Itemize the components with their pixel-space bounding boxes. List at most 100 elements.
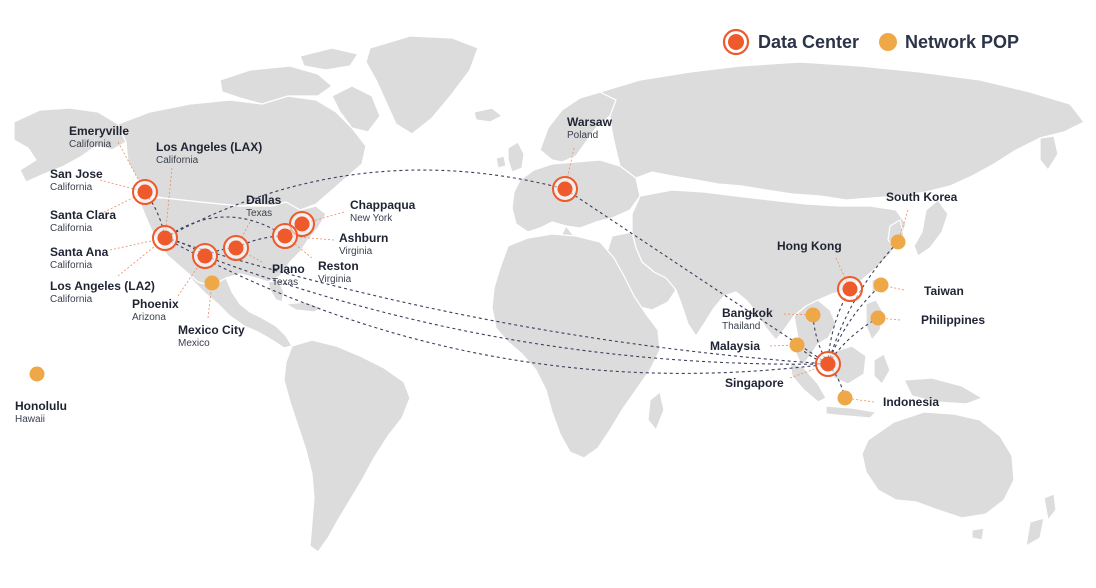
leader-malaysia [769,344,798,347]
label-philippines: Philippines [921,313,985,327]
marker-dot-taiwan [873,277,889,293]
label-name-philippines: Philippines [921,313,985,327]
landmass-java [825,405,877,419]
label-singapore: Singapore [725,376,784,390]
route-singapore-taiwan [827,284,882,365]
label-name-malaysia: Malaysia [710,339,760,353]
marker-ashburn[interactable] [272,223,298,249]
network-pop-legend-icon [879,33,898,51]
label-los_angeles_la2: Los Angeles (LA2)California [50,279,155,305]
marker-hong_kong[interactable] [837,276,863,302]
label-name-phoenix: Phoenix [132,297,179,311]
label-name-chappaqua: Chappaqua [350,198,416,212]
label-sub-chappaqua: New York [350,213,393,224]
marker-bangkok[interactable] [805,307,821,323]
landmass-baffin [331,85,381,133]
marker-dallas[interactable] [223,235,249,261]
label-name-hong_kong: Hong Kong [777,239,842,253]
landmass-uk [507,141,525,173]
legend-data-center: Data Center [722,28,859,56]
route-phoenix-singapore [204,255,829,365]
label-name-san_jose: San Jose [50,167,103,181]
marker-dot-hong_kong [842,281,858,297]
route-warsaw-singapore [564,188,829,365]
marker-los_angeles_lax[interactable] [152,225,178,251]
landmass-africa [491,233,661,459]
marker-phoenix[interactable] [192,243,218,269]
marker-warsaw[interactable] [552,176,578,202]
label-sub-santa_clara: California [50,223,93,234]
label-name-ashburn: Ashburn [339,231,388,245]
marker-dot-chappaqua [294,216,310,232]
marker-malaysia[interactable] [789,337,805,353]
marker-philippines[interactable] [870,310,886,326]
label-sub-plano: Texas [272,277,298,288]
label-sub-warsaw: Poland [567,130,598,141]
data-center-legend-icon [722,28,750,56]
landmass-russia [599,61,1085,201]
label-name-reston: Reston [318,259,359,273]
legend-data-center-label: Data Center [758,31,860,52]
label-sub-reston: Virginia [318,274,352,285]
marker-indonesia[interactable] [837,390,853,406]
label-name-santa_ana: Santa Ana [50,245,109,259]
label-name-singapore: Singapore [725,376,784,390]
network-routes [144,169,899,399]
label-name-warsaw: Warsaw [567,115,613,129]
marker-singapore[interactable] [815,351,841,377]
label-sub-ashburn: Virginia [339,246,373,257]
location-markers [29,176,906,406]
marker-dot-los_angeles_lax [157,230,173,246]
landmass-australia [861,411,1015,519]
label-sub-los_angeles_la2: California [50,294,93,305]
marker-dot-philippines [870,310,886,326]
landmass-kamchatka [1039,135,1059,171]
marker-south_korea[interactable] [890,234,906,250]
label-south_korea: South Korea [886,190,958,204]
marker-dot-dallas [228,240,244,256]
label-sub-honolulu: Hawaii [15,414,45,425]
label-sub-emeryville: California [69,139,112,150]
marker-dot-warsaw [557,181,573,197]
marker-dot-ashburn [277,228,293,244]
route-los_angeles_lax-singapore [164,237,829,365]
label-name-plano: Plano [272,262,305,276]
label-sub-phoenix: Arizona [132,312,166,323]
landmass-ireland [495,155,507,169]
marker-honolulu[interactable] [29,366,45,382]
label-sub-los_angeles_lax: California [156,155,199,166]
leader-emeryville [117,141,146,193]
legend-network-pop: Network POP [879,32,1019,53]
route-los_angeles_lax-singapore [164,237,829,374]
marker-emeryville[interactable] [132,179,158,205]
map-legend: Data Center Network POP [722,28,1019,56]
label-taiwan: Taiwan [924,284,964,298]
label-name-indonesia: Indonesia [883,395,939,409]
landmass-arctic-islands [219,65,333,105]
landmass-sumatra [789,361,827,403]
landmass-caribbean [285,301,323,313]
marker-mexico_city[interactable] [204,275,220,291]
label-name-south_korea: South Korea [886,190,958,204]
landmass-south-america [283,339,411,553]
leader-warsaw [564,147,575,190]
route-dallas-ashburn [235,235,286,249]
label-name-honolulu: Honolulu [15,399,67,413]
marker-taiwan[interactable] [873,277,889,293]
marker-dot-honolulu [29,366,45,382]
route-singapore-indonesia [827,363,846,399]
label-sub-mexico_city: Mexico [178,338,210,349]
label-sub-san_jose: California [50,182,93,193]
label-los_angeles_lax: Los Angeles (LAX)California [156,140,262,166]
route-emeryville-los_angeles_lax [144,191,166,239]
marker-dot-singapore [820,356,836,372]
